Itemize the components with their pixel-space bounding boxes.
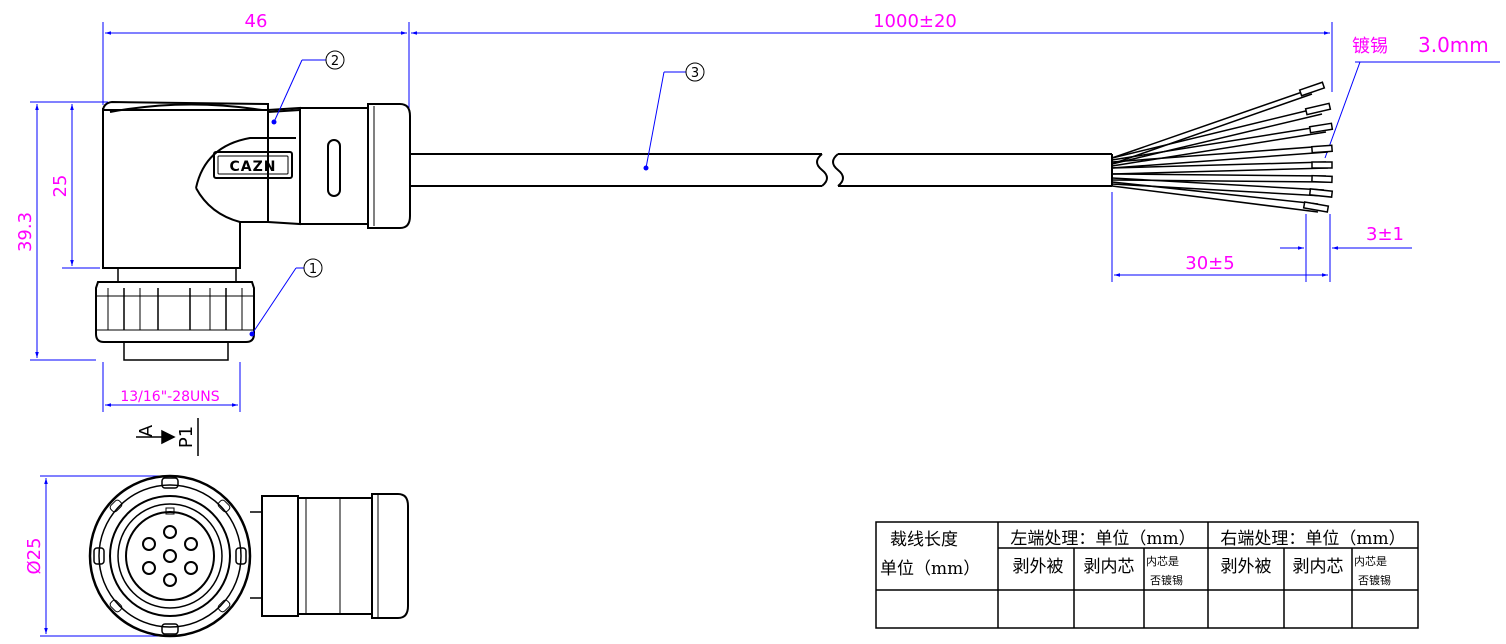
dimension-cable-length: 1000±20 xyxy=(873,11,957,32)
table-cut-length-line2: 单位（mm） xyxy=(880,559,980,579)
view-arrow xyxy=(136,429,176,445)
table-right-tin-line1: 内芯是 xyxy=(1354,554,1387,568)
callout-leaders xyxy=(251,59,686,335)
dimension-lines-left xyxy=(30,101,108,361)
table-left-strip-jacket: 剥外被 xyxy=(1013,557,1064,577)
brand-logo-text: CAZN xyxy=(230,159,277,175)
table-right-strip-core: 剥内芯 xyxy=(1293,557,1344,577)
dimension-strip-lines xyxy=(1111,192,1412,282)
table-left-tin-line1: 内芯是 xyxy=(1146,554,1179,568)
dimension-strip-length: 30±5 xyxy=(1185,253,1234,274)
connector-pins xyxy=(142,525,198,587)
dimension-lines-top xyxy=(102,22,1333,110)
dimension-tin-length: 3±1 xyxy=(1366,224,1404,245)
callout-dots xyxy=(249,119,649,337)
stripped-wires xyxy=(1111,89,1329,213)
callout-part-3: 3 xyxy=(691,66,699,81)
view-letter: A xyxy=(136,424,157,437)
dimension-height-total: 39.3 xyxy=(15,212,36,252)
tin-note-leader xyxy=(1324,61,1500,159)
dimension-thread-lines xyxy=(102,362,241,412)
table-left-strip-core: 剥内芯 xyxy=(1084,557,1135,577)
callout-circles xyxy=(303,50,705,278)
table-left-end-header: 左端处理：单位（mm） xyxy=(1010,529,1195,549)
table-left-tin-line2: 否镀锡 xyxy=(1150,573,1183,587)
dimension-diameter-lines xyxy=(40,475,170,637)
callout-part-2: 2 xyxy=(331,54,339,69)
dimension-connector-width: 46 xyxy=(245,11,268,32)
dimension-thread: 13/16"-28UNS xyxy=(120,389,219,405)
table-right-end-header: 右端处理：单位（mm） xyxy=(1220,529,1405,549)
view-page: P1 xyxy=(176,426,197,448)
tin-note-label: 镀锡 xyxy=(1352,36,1388,57)
callout-part-1: 1 xyxy=(309,262,317,277)
cable xyxy=(410,153,1113,187)
table-right-tin-line2: 否镀锡 xyxy=(1358,573,1391,587)
dimension-height-body: 25 xyxy=(50,175,71,198)
wire-tips xyxy=(1298,81,1334,213)
tin-note-value: 3.0mm xyxy=(1418,33,1489,57)
connector-side-view xyxy=(95,100,411,361)
table-cut-length-line1: 裁线长度 xyxy=(890,530,958,550)
process-table xyxy=(875,521,1419,629)
table-right-strip-jacket: 剥外被 xyxy=(1221,557,1272,577)
connector-front-view xyxy=(88,474,409,638)
dimension-diameter: Ø25 xyxy=(24,537,45,574)
